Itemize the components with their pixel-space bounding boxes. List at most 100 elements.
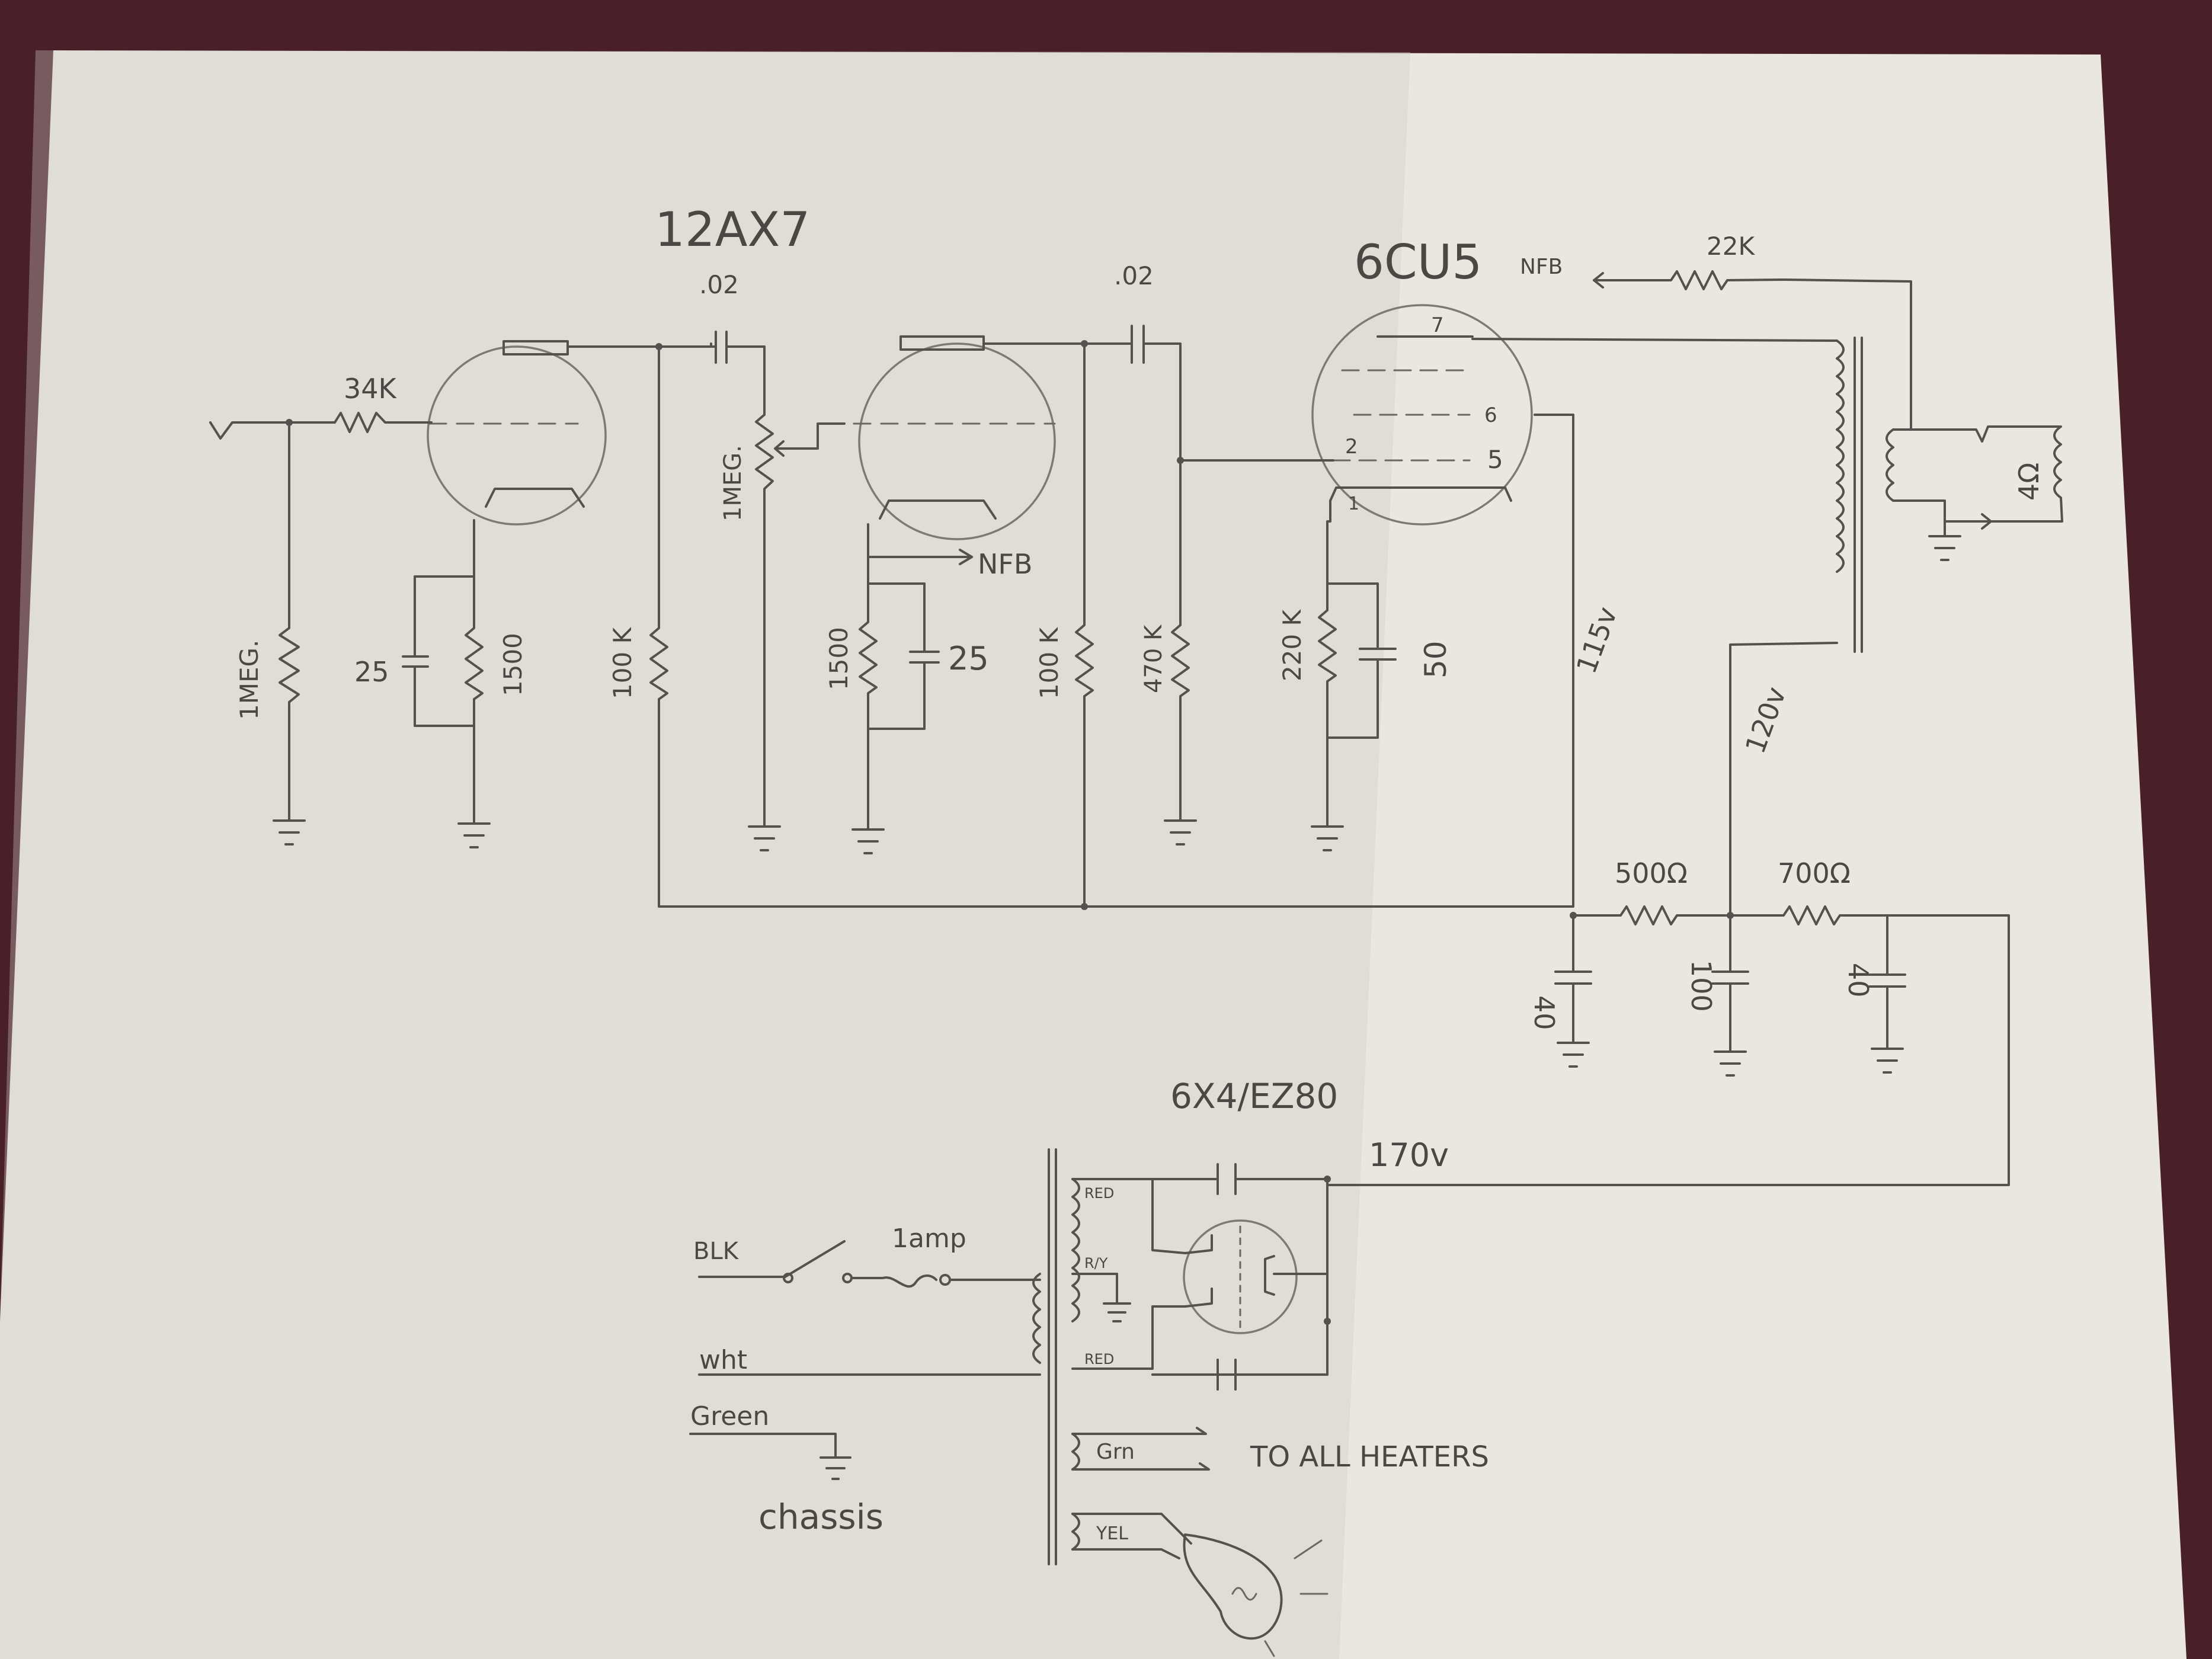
ground-symbol xyxy=(1871,1048,1904,1074)
grid-leak-wire xyxy=(278,421,300,822)
label-cap-100: 100 xyxy=(1685,960,1717,1012)
nfb-arrow xyxy=(959,549,973,565)
label-coupling-cap-1: .02 xyxy=(699,270,739,299)
v1a-cathode-wire xyxy=(465,519,484,825)
filter-cap-2 xyxy=(1711,914,1749,1053)
rectifier-plate-bottom xyxy=(1184,1288,1213,1308)
volume-pot-wire xyxy=(755,414,774,828)
hv-to-plate-top xyxy=(1151,1178,1186,1254)
pilot-lamp-icon xyxy=(1183,1533,1329,1657)
v2-bypass-wire xyxy=(1326,582,1379,739)
screen-wire xyxy=(1534,414,1574,908)
tube-v2 xyxy=(1311,304,1533,526)
ground-symbol xyxy=(273,819,306,845)
tube-label-rectifier: 6X4/EZ80 xyxy=(1170,1076,1338,1116)
chassis-ground-icon xyxy=(820,1456,851,1480)
pt-primary-coil xyxy=(1032,1273,1041,1364)
label-nfb: NFB xyxy=(1520,255,1563,279)
label-v2-cathode-cap: 50 xyxy=(1419,640,1453,678)
green-wire xyxy=(689,1433,837,1459)
ground-symbol xyxy=(457,822,491,848)
rectifier-plate-top xyxy=(1184,1234,1213,1254)
ot-secondary-wire xyxy=(1782,278,1946,537)
paper-sheet xyxy=(0,50,2187,1659)
pt-secondary-heater xyxy=(1071,1433,1080,1471)
power-switch xyxy=(784,1240,846,1278)
v1b-bypass-wire xyxy=(867,582,926,730)
label-b-plus: 170v xyxy=(1369,1136,1449,1174)
input-zigzag-34k xyxy=(334,412,433,433)
pin-5: 5 xyxy=(1487,445,1503,474)
pt-secondary-hv xyxy=(1071,1178,1080,1322)
label-cathode-res-2: 1500 xyxy=(824,627,853,690)
label-wire-red-bottom: RED xyxy=(1084,1351,1114,1367)
pot-wiper xyxy=(775,422,846,450)
v2-cathode xyxy=(1329,486,1512,502)
cc1-wire xyxy=(725,345,766,416)
switch-contact xyxy=(783,1273,793,1283)
tube-label-12ax7: 12AX7 xyxy=(655,202,810,257)
pin-6: 6 xyxy=(1484,403,1497,427)
grid-470k-wire xyxy=(1171,459,1334,822)
label-cathode-cap-2: 25 xyxy=(948,640,989,677)
nfb-22k-wire xyxy=(1593,270,1785,290)
tube-v1b xyxy=(825,335,1056,540)
input-jack-wire xyxy=(209,421,336,440)
filter-cap-3 xyxy=(1868,914,1906,1050)
ground-symbol xyxy=(1164,819,1197,845)
speaker-jack xyxy=(1910,425,2010,443)
label-cap-40-a: 40 xyxy=(1528,995,1560,1030)
label-plate-load-1: 100 K xyxy=(608,626,637,699)
label-chassis: chassis xyxy=(758,1497,883,1537)
ot-ct-wire xyxy=(1729,642,1838,917)
label-wire-red-top: RED xyxy=(1084,1185,1114,1202)
label-grid-res: 470 K xyxy=(1140,624,1167,693)
tube-label-6cu5: 6CU5 xyxy=(1354,235,1482,290)
ground-symbol xyxy=(1714,1051,1747,1077)
label-nfb-res: 22K xyxy=(1707,232,1755,261)
pt-secondary-lamp xyxy=(1071,1513,1080,1551)
label-wire-grn: Grn xyxy=(1096,1440,1135,1464)
pin-1: 1 xyxy=(1348,494,1359,514)
heater-wires xyxy=(1071,1427,1210,1471)
plate-to-ot-wire xyxy=(1471,338,1838,342)
ground-symbol xyxy=(1311,825,1344,851)
cathode-to-rail xyxy=(1273,1184,1329,1322)
v1a-cathode xyxy=(485,488,585,508)
pot-wiper-arrow xyxy=(774,440,785,457)
label-fuse: 1amp xyxy=(892,1224,966,1254)
lamp-wires xyxy=(1071,1513,1192,1559)
v2-cathode-wire xyxy=(1318,499,1337,828)
label-wire-yel: YEL xyxy=(1096,1523,1128,1544)
junction-node xyxy=(1324,1318,1331,1325)
ground-symbol xyxy=(1103,1302,1131,1322)
v1b-cathode xyxy=(879,499,997,520)
center-tap-wire xyxy=(1071,1273,1118,1305)
tube-v1b-envelope xyxy=(858,342,1056,540)
label-wire-ry: R/Y xyxy=(1084,1255,1108,1272)
plate-load-1-wire xyxy=(649,345,1574,908)
v1b-cathode-wire xyxy=(859,523,878,831)
plate-load-2-wire xyxy=(1075,342,1094,908)
label-coupling-cap-2: .02 xyxy=(1114,261,1154,290)
filter-cap-1 xyxy=(1554,914,1592,1044)
supply-rail xyxy=(1326,905,2010,1186)
cc2-wire xyxy=(1142,342,1182,626)
speaker-coil xyxy=(1990,425,2063,523)
label-500ohm: 500Ω xyxy=(1615,857,1688,889)
label-cap-40-b: 40 xyxy=(1842,963,1874,998)
labels: 12AX7 6CU5 6X4/EZ80 34K 1MEG. 25 1500 10… xyxy=(235,202,2045,1544)
ot-secondary-coil xyxy=(1886,428,1894,502)
pin-2: 2 xyxy=(1345,435,1358,459)
label-v2-cathode-res: 220 K xyxy=(1278,608,1307,681)
tube-v2-envelope xyxy=(1311,304,1533,526)
label-green: Green xyxy=(690,1401,769,1431)
label-plate-load-2: 100 K xyxy=(1035,626,1064,699)
label-wht: wht xyxy=(699,1345,747,1375)
wiring xyxy=(209,270,2063,1657)
rectifier-envelope xyxy=(1183,1219,1298,1334)
label-blk: BLK xyxy=(693,1238,740,1265)
label-34k: 34K xyxy=(344,373,398,405)
tube-rectifier xyxy=(1183,1219,1298,1334)
